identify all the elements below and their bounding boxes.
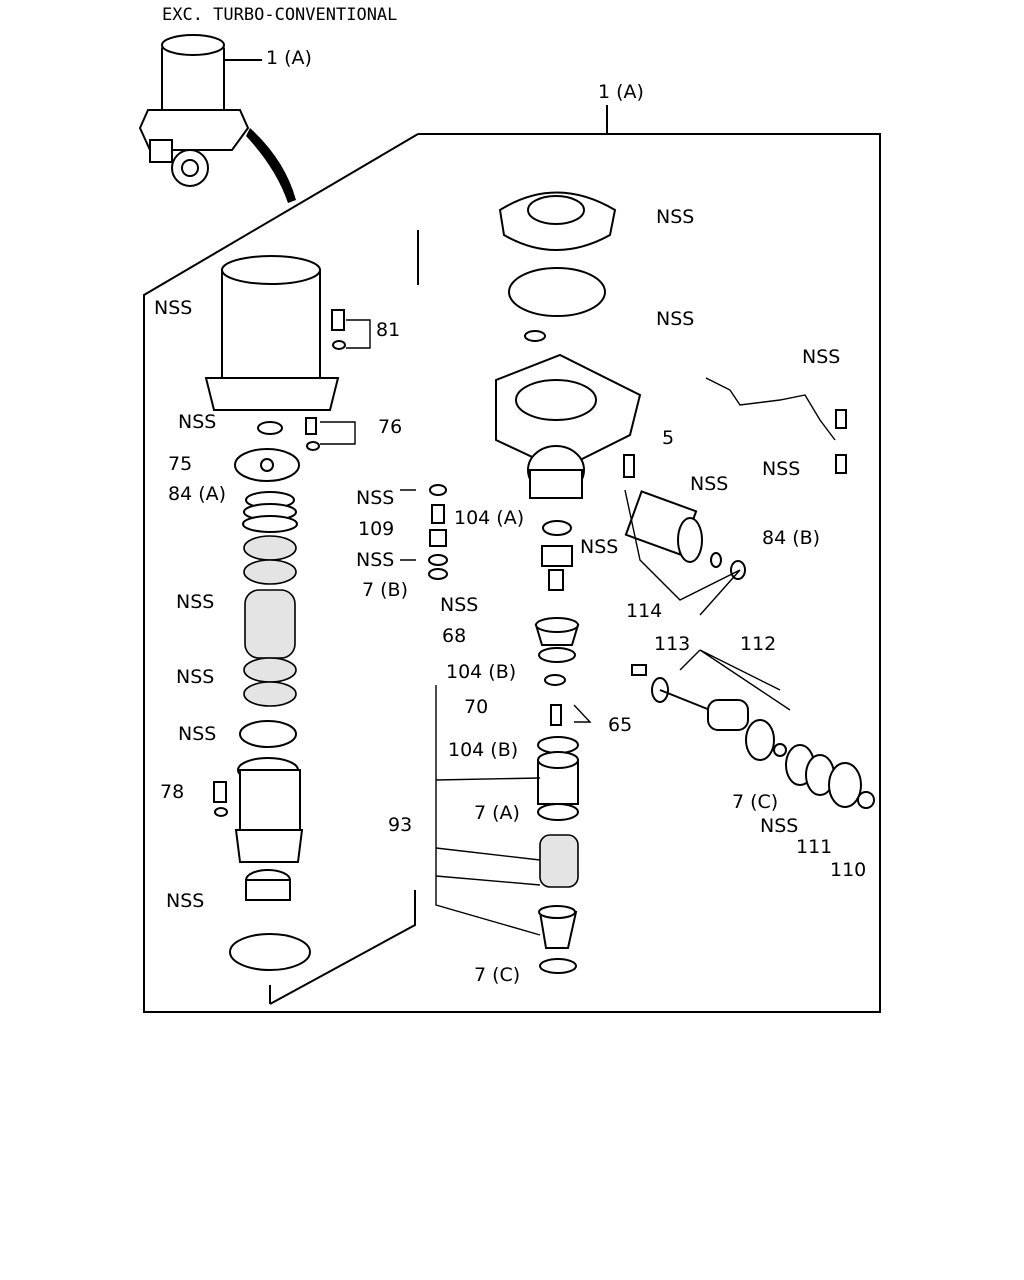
label-nss-oring: NSS	[178, 723, 216, 745]
label-assy-main: 1 (A)	[598, 81, 644, 103]
main-assembly-frame	[143, 105, 881, 1013]
label-part-111: 111	[796, 836, 832, 858]
label-nss-cover: NSS	[656, 206, 694, 228]
label-part-84a: 84 (A)	[168, 483, 226, 505]
label-part-104b: 104 (B)	[446, 661, 516, 683]
label-part-75: 75	[168, 453, 192, 475]
label-nss-canister: NSS	[154, 297, 192, 319]
center-column-parts	[400, 191, 642, 974]
label-part-78: 78	[160, 781, 184, 803]
label-part-76: 76	[378, 416, 402, 438]
label-nss-ring: NSS	[356, 549, 394, 571]
label-part-113: 113	[654, 633, 690, 655]
label-nss-muffler: NSS	[690, 473, 728, 495]
label-nss-oring-large: NSS	[656, 308, 694, 330]
label-nss-valve: NSS	[440, 594, 478, 616]
label-part-104b-lower: 104 (B)	[448, 739, 518, 761]
label-nss-heater: NSS	[802, 346, 840, 368]
label-assy-small: 1 (A)	[266, 47, 312, 69]
label-part-81: 81	[376, 319, 400, 341]
label-nss-washer: NSS	[178, 411, 216, 433]
label-part-114: 114	[626, 600, 662, 622]
diagram-header: EXC. TURBO-CONVENTIONAL	[162, 5, 397, 25]
label-part-110: 110	[830, 859, 866, 881]
label-part-109: 109	[358, 518, 394, 540]
right-side-parts	[624, 377, 875, 809]
label-part-7c-bottom: 7 (C)	[474, 964, 520, 986]
label-part-5: 5	[662, 427, 674, 449]
label-part-112: 112	[740, 633, 776, 655]
label-nss-screens: NSS	[176, 591, 214, 613]
overview-assembly-drawing	[138, 34, 296, 203]
label-nss-bottom: NSS	[166, 890, 204, 912]
label-part-70: 70	[464, 696, 488, 718]
label-part-7c-right: 7 (C)	[732, 791, 778, 813]
label-part-104a: 104 (A)	[454, 507, 524, 529]
label-part-93: 93	[388, 814, 412, 836]
label-part-68: 68	[442, 625, 466, 647]
label-nss-ring-right: NSS	[760, 815, 798, 837]
label-part-7a: 7 (A)	[474, 802, 520, 824]
label-nss-plug: NSS	[356, 487, 394, 509]
label-nss-screens-lower: NSS	[176, 666, 214, 688]
label-part-7b: 7 (B)	[362, 579, 408, 601]
left-column-parts	[204, 230, 419, 1005]
label-nss-screw: NSS	[762, 458, 800, 480]
label-nss-fitting: NSS	[580, 536, 618, 558]
label-part-65: 65	[608, 714, 632, 736]
label-part-84b: 84 (B)	[762, 527, 820, 549]
